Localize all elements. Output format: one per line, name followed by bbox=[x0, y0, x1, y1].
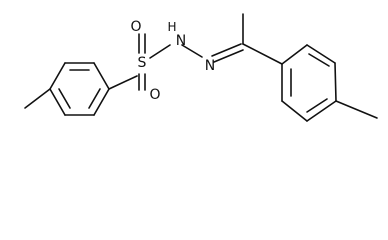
aryl-sulfur-bond bbox=[108, 75, 138, 90]
alkene-aryl-bond bbox=[242, 43, 283, 65]
left-tolyl-ring bbox=[24, 62, 110, 116]
tosylhydrazone-structure-diagram: O S O H N N bbox=[24, 13, 378, 122]
right-ring-bond-5 bbox=[281, 100, 308, 122]
left-ring-bond-4 bbox=[93, 88, 110, 116]
right-ring-inner-double-bond-1 bbox=[308, 53, 330, 67]
left-ring-bond-6 bbox=[49, 88, 66, 116]
nh-n-bond bbox=[181, 44, 203, 58]
imine-nitrogen-label: N bbox=[205, 58, 215, 74]
right-ring-inner-double-bond-2 bbox=[306, 98, 328, 113]
right-methyl-bond bbox=[335, 100, 378, 119]
left-ring-inner-double-bond-2 bbox=[88, 88, 101, 109]
left-ring-bond-1 bbox=[49, 62, 66, 90]
n-c-double-bond-a bbox=[211, 43, 242, 57]
right-ring-bond-3 bbox=[334, 62, 337, 102]
right-ring-bond-2 bbox=[306, 44, 336, 64]
left-methyl-bond bbox=[24, 88, 51, 109]
n-c-double-bond-b bbox=[213, 49, 244, 63]
oxygen-bottom-label: O bbox=[149, 87, 160, 103]
hydrazine-nitrogen-label: N bbox=[176, 33, 186, 49]
oxygen-top-label: O bbox=[130, 19, 141, 35]
right-tolyl-ring bbox=[281, 44, 378, 122]
left-ring-inner-double-bond-3 bbox=[58, 88, 71, 109]
sulfur-label: S bbox=[138, 55, 147, 71]
right-ring-bond-1 bbox=[281, 44, 308, 65]
hydrazone-linkage bbox=[181, 13, 283, 65]
right-ring-bond-4 bbox=[306, 100, 337, 122]
hydrazine-hydrogen-label: H bbox=[167, 20, 176, 34]
sulfur-nitrogen-bond bbox=[149, 44, 171, 59]
left-ring-bond-3 bbox=[93, 62, 110, 90]
sulfonyl-group bbox=[108, 33, 171, 91]
chemical-structure-canvas: O S O H N N bbox=[24, 13, 378, 122]
